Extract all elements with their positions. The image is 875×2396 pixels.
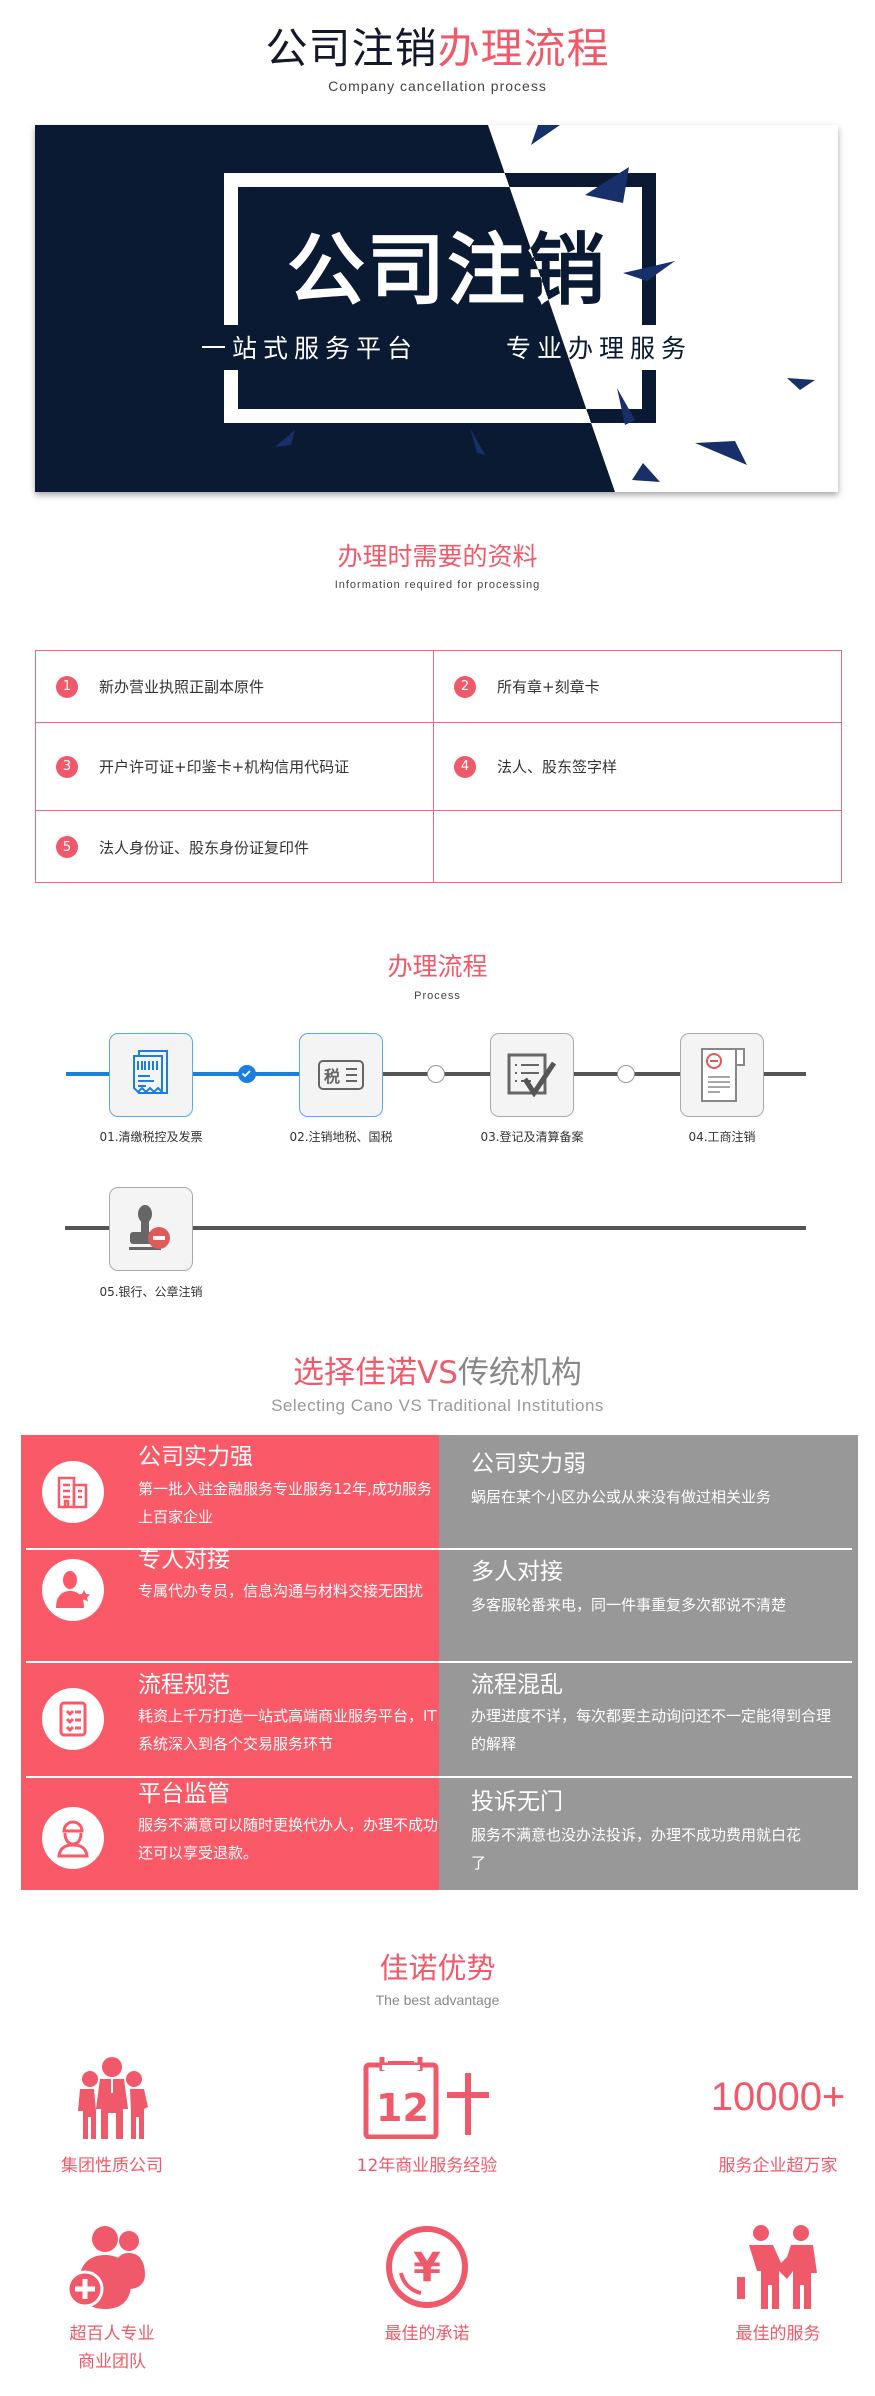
advantage-item: ¥ 最佳的承诺 bbox=[307, 2222, 547, 2348]
step-1[interactable] bbox=[109, 1033, 193, 1117]
decorative-triangles bbox=[275, 125, 815, 482]
stat-value: 10000+ bbox=[710, 2074, 846, 2119]
compare-subtitle: Selecting Cano VS Traditional Institutio… bbox=[271, 1396, 604, 1415]
materials-subtitle: Information required for processing bbox=[334, 579, 541, 591]
banner-headline: 公司注销 bbox=[287, 226, 607, 316]
handshake-icon bbox=[737, 2225, 817, 2309]
step-connector-dot bbox=[617, 1065, 635, 1083]
step-label: 03.登记及清算备案 bbox=[480, 1130, 584, 1144]
stamp-cancel-icon bbox=[129, 1205, 170, 1250]
banner-graphic: 公司注销 一站式服务平台 专业办理服务 bbox=[35, 125, 838, 492]
svg-text:12: 12 bbox=[376, 2086, 429, 2130]
invoice-icon bbox=[133, 1050, 168, 1095]
step-5[interactable] bbox=[109, 1187, 193, 1271]
comparison-row: 平台监管 服务不满意可以随时更换代办人，办理不成功还可以享受退款。 投诉无门 服… bbox=[21, 1777, 858, 1890]
advantage-item: 超百人专业 商业团队 bbox=[0, 2222, 232, 2376]
svg-text:¥: ¥ bbox=[413, 2245, 441, 2291]
agent-icon bbox=[56, 1571, 90, 1608]
step-label: 05.银行、公章注销 bbox=[99, 1285, 203, 1299]
team-add-icon bbox=[67, 2226, 145, 2309]
step-connector-dot bbox=[427, 1065, 445, 1083]
process-title: 办理流程 bbox=[387, 952, 488, 981]
page-subtitle: Company cancellation process bbox=[328, 78, 547, 94]
svg-text:税: 税 bbox=[324, 1067, 340, 1086]
advantage-item: 最佳的服务 bbox=[658, 2222, 875, 2348]
comparison-row: 专人对接 专属代办专员，信息沟通与材料交接无困扰 多人对接 多客服轮番来电，同一… bbox=[21, 1547, 858, 1663]
step-2[interactable]: 税 bbox=[299, 1033, 383, 1117]
advantage-item: 集团性质公司 bbox=[0, 2052, 232, 2180]
group-icon bbox=[78, 2057, 148, 2139]
banner-tagline-right: 专业办理服务 bbox=[506, 334, 692, 363]
tax-icon: 税 bbox=[318, 1060, 364, 1090]
advantages-subtitle: The best advantage bbox=[375, 1992, 500, 2008]
comparison-table: 公司实力强 第一批入驻金融服务专业服务12年,成功服务上百家企业 公司实力弱 蜗… bbox=[21, 1435, 858, 1890]
step-label: 01.清缴税控及发票 bbox=[99, 1130, 203, 1144]
materials-title: 办理时需要的资料 bbox=[337, 542, 538, 571]
hero-banner: 公司注销 一站式服务平台 专业办理服务 bbox=[35, 125, 838, 492]
clipboard-icon bbox=[59, 1701, 87, 1737]
supervisor-icon bbox=[57, 1820, 89, 1858]
banner-tagline-left: 一站式服务平台 bbox=[201, 334, 418, 363]
step-label: 02.注销地税、国税 bbox=[289, 1130, 393, 1144]
process-subtitle: Process bbox=[414, 990, 461, 1002]
yuan-icon: ¥ bbox=[386, 2226, 468, 2308]
step-3[interactable] bbox=[490, 1033, 574, 1117]
compare-title: 选择佳诺VS传统机构 bbox=[293, 1355, 582, 1391]
progress-line bbox=[65, 1226, 806, 1230]
step-label: 04.工商注销 bbox=[688, 1130, 756, 1144]
comparison-row: 公司实力强 第一批入驻金融服务专业服务12年,成功服务上百家企业 公司实力弱 蜗… bbox=[21, 1435, 858, 1550]
advantages-title: 佳诺优势 bbox=[379, 1951, 496, 1985]
document-cancel-icon bbox=[701, 1048, 745, 1102]
checklist-icon bbox=[507, 1053, 557, 1097]
building-icon bbox=[57, 1476, 88, 1509]
check-icon bbox=[238, 1065, 256, 1083]
advantage-item: 10000+ 服务企业超万家 bbox=[658, 2052, 875, 2180]
banner-frame bbox=[224, 173, 656, 423]
calendar-12-icon: 12 bbox=[363, 2057, 489, 2139]
empty-cell bbox=[434, 811, 842, 883]
page-title: 公司注销办理流程 bbox=[265, 24, 610, 73]
advantage-item: 12 12年商业服务经验 bbox=[307, 2052, 547, 2180]
step-4[interactable] bbox=[680, 1033, 764, 1117]
comparison-row: 流程规范 耗资上千万打造一站式高端商业服务平台，IT系统深入到各个交易服务环节 … bbox=[21, 1662, 858, 1778]
